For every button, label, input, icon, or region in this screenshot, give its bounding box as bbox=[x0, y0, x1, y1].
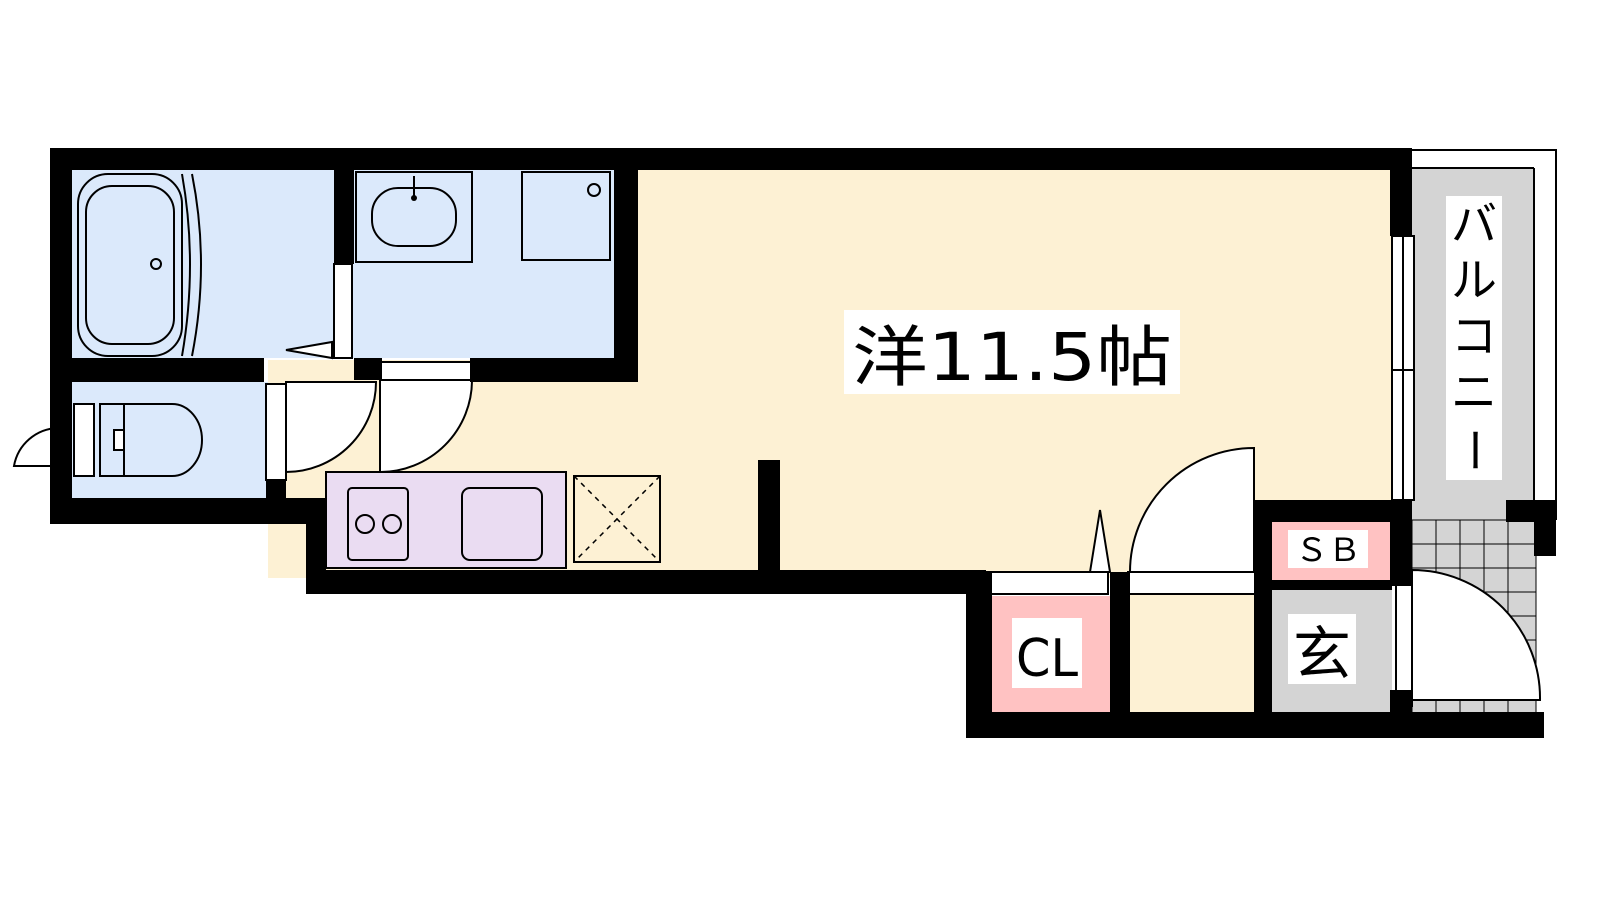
toilet bbox=[12, 403, 203, 477]
entrance-label-bg bbox=[1288, 614, 1356, 684]
balcony-label-bg bbox=[1446, 196, 1502, 480]
balcony-char: バ bbox=[1451, 197, 1497, 251]
washing-machine-space bbox=[521, 171, 611, 261]
entrance-label: 玄 bbox=[1293, 620, 1351, 688]
main-room-label-bg bbox=[844, 310, 1180, 394]
burner-left bbox=[355, 514, 375, 534]
washroom-door-swing bbox=[379, 379, 474, 474]
shoe-box-label-bg bbox=[1288, 530, 1368, 568]
balcony-char: ル bbox=[1451, 253, 1497, 307]
balcony-char: ー bbox=[1447, 427, 1501, 473]
entrance-door-swing bbox=[1411, 568, 1542, 701]
washroom-door-frame bbox=[379, 361, 473, 381]
walls bbox=[50, 148, 1556, 738]
entrance-door bbox=[1395, 569, 1413, 707]
balcony-char: コ bbox=[1451, 309, 1497, 363]
balcony-char: ニ bbox=[1451, 365, 1497, 419]
corridor-floor bbox=[1130, 578, 1260, 712]
balcony-railing bbox=[1412, 149, 1557, 520]
bathtub bbox=[77, 173, 183, 357]
kitchen-sink bbox=[461, 487, 543, 561]
openings bbox=[265, 235, 1542, 707]
closet-label-bg bbox=[1012, 618, 1082, 688]
closet-label: CL bbox=[1016, 629, 1078, 689]
bath-wash-opening bbox=[333, 263, 353, 359]
stove bbox=[347, 487, 409, 561]
toilet-door-frame bbox=[265, 383, 287, 481]
shoe-box-label: ＳＢ bbox=[1295, 531, 1361, 569]
folding-door-mark bbox=[285, 340, 333, 360]
corridor-door-frame bbox=[1127, 571, 1257, 595]
bathroom-fixtures bbox=[77, 171, 611, 360]
main-room-label: 洋11.5帖 bbox=[852, 319, 1172, 396]
corridor-door-swing bbox=[1128, 446, 1255, 573]
kitchen bbox=[325, 471, 661, 569]
labels: 洋11.5帖 バ ル コ ニ ー CL ＳＢ 玄 bbox=[844, 196, 1502, 689]
closet-opening bbox=[985, 571, 1109, 595]
balcony-label: バ ル コ ニ ー bbox=[1447, 197, 1501, 473]
burner-right bbox=[382, 514, 402, 534]
toilet-door-swing bbox=[285, 381, 378, 474]
closet-door-mark bbox=[1088, 509, 1112, 573]
